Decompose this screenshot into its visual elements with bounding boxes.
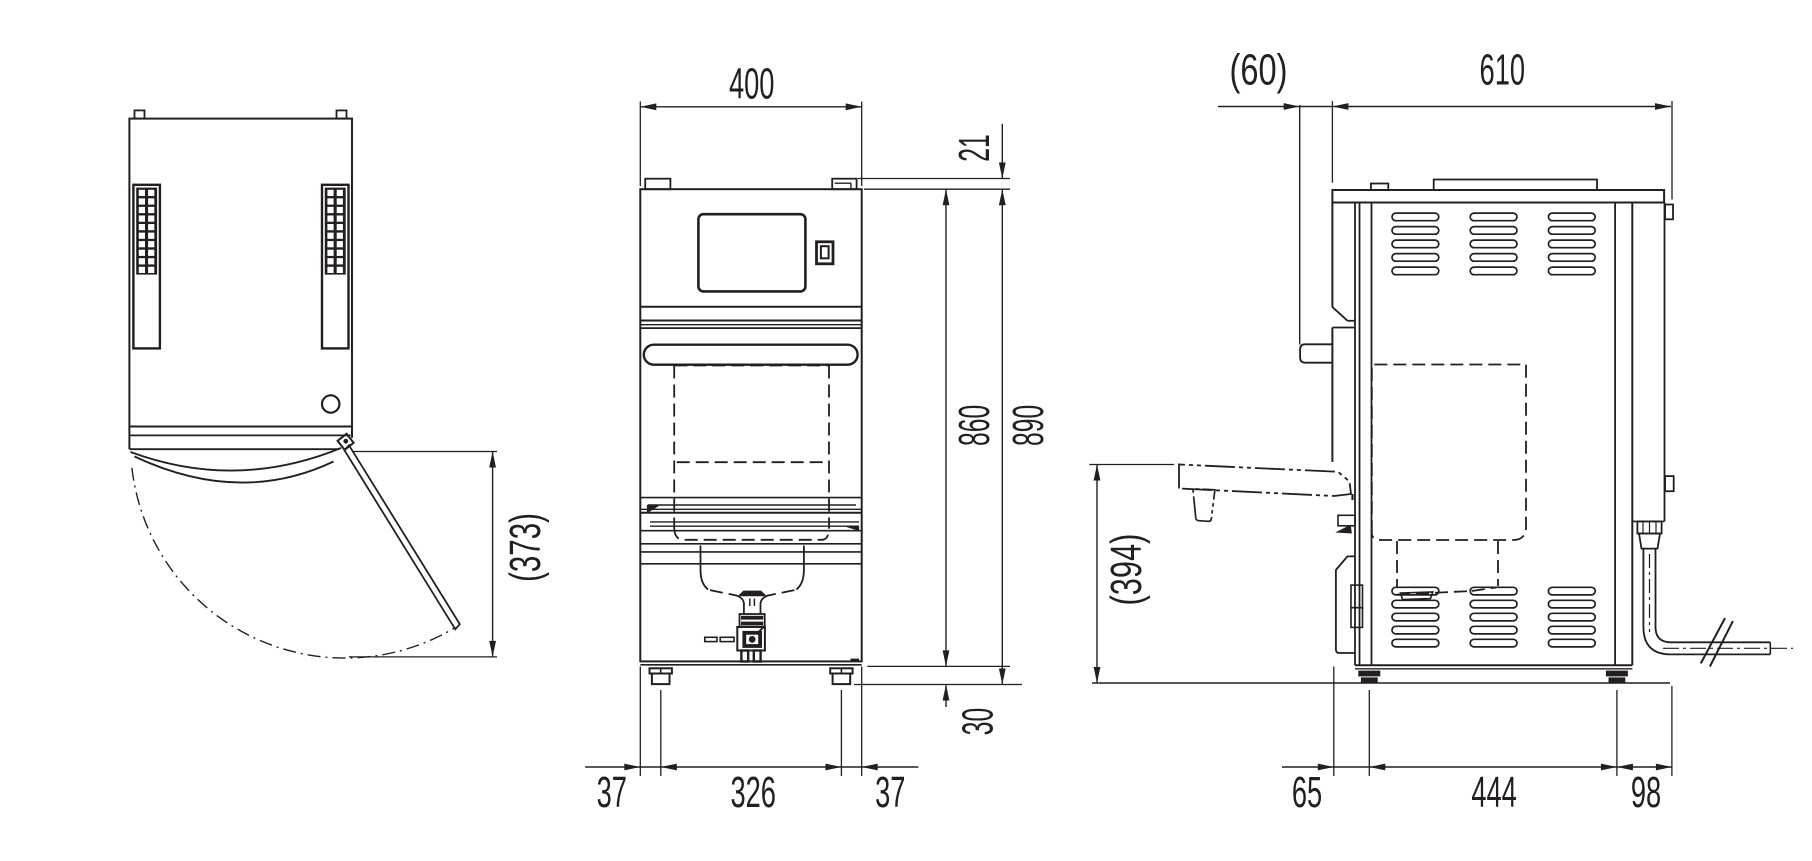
svg-text:30: 30 xyxy=(953,708,1002,735)
svg-text:21: 21 xyxy=(950,134,999,161)
svg-text:(60): (60) xyxy=(1230,46,1288,95)
svg-text:860: 860 xyxy=(950,405,999,446)
svg-text:444: 444 xyxy=(1471,767,1517,816)
svg-text:890: 890 xyxy=(1004,405,1053,446)
svg-text:98: 98 xyxy=(1631,767,1661,816)
svg-text:(373): (373) xyxy=(500,513,549,582)
svg-text:37: 37 xyxy=(597,767,627,816)
svg-text:(394): (394) xyxy=(1103,534,1152,606)
svg-text:326: 326 xyxy=(730,767,776,816)
svg-text:65: 65 xyxy=(1292,767,1322,816)
svg-text:37: 37 xyxy=(875,767,905,816)
svg-text:610: 610 xyxy=(1480,45,1526,94)
svg-text:400: 400 xyxy=(729,59,775,108)
